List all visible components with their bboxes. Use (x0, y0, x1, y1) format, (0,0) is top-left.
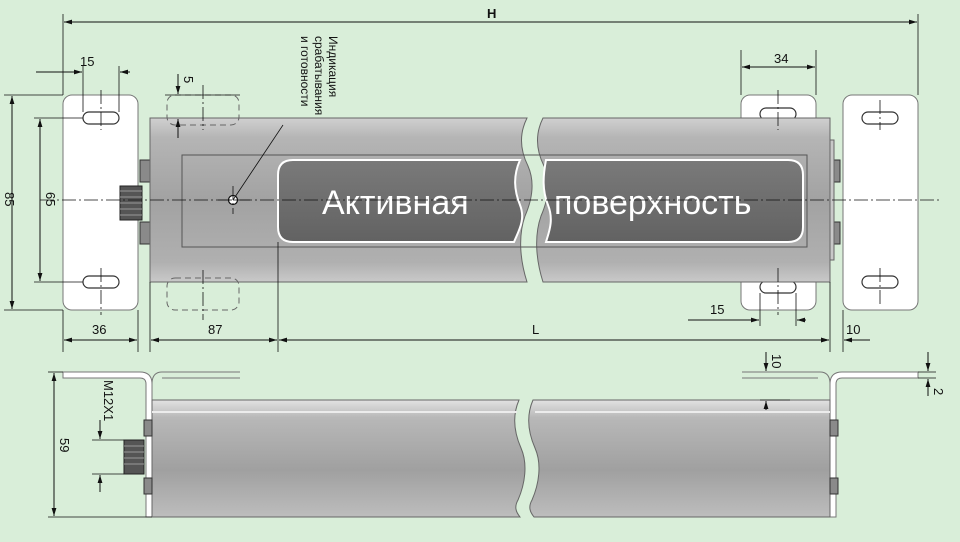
dim-10-side: 10 (769, 354, 784, 368)
dim-15-top: 15 (80, 54, 94, 69)
dim-L: L (532, 322, 539, 337)
dim-59: 59 (57, 438, 72, 452)
dim-85: 85 (2, 192, 17, 206)
dim-36: 36 (92, 322, 106, 337)
indicator-note: Индикация срабатывания и готовности (298, 36, 340, 115)
dim-15-bottom: 15 (710, 302, 724, 317)
dim-34: 34 (774, 51, 788, 66)
dim-5: 5 (181, 76, 196, 83)
dimensions-side: M12X1 59 10 2 (48, 352, 946, 518)
note-line-1: Индикация (326, 36, 340, 97)
dim-H: H (487, 6, 496, 21)
side-body-right (528, 399, 831, 518)
note-line-2: срабатывания (312, 36, 326, 115)
active-surface-right (542, 159, 804, 243)
side-view (62, 371, 919, 518)
right-outer-mounting-plate (842, 94, 919, 311)
active-label-left: Активная (322, 184, 469, 222)
dim-87: 87 (208, 322, 222, 337)
dim-65: 65 (43, 192, 58, 206)
cable-connector (119, 159, 153, 245)
side-body-left (151, 399, 526, 518)
dim-2: 2 (931, 388, 946, 395)
side-right-bracket (829, 371, 919, 518)
dimensions-top: H 15 5 34 85 65 36 8 (2, 6, 919, 352)
side-connector (123, 439, 145, 475)
dim-10-right: 10 (846, 322, 860, 337)
active-surface-left (277, 159, 524, 243)
active-label-right: поверхность (554, 184, 751, 222)
note-line-3: и готовности (298, 36, 312, 106)
top-view: Активная поверхность (40, 85, 940, 320)
dim-thread: M12X1 (101, 380, 116, 421)
